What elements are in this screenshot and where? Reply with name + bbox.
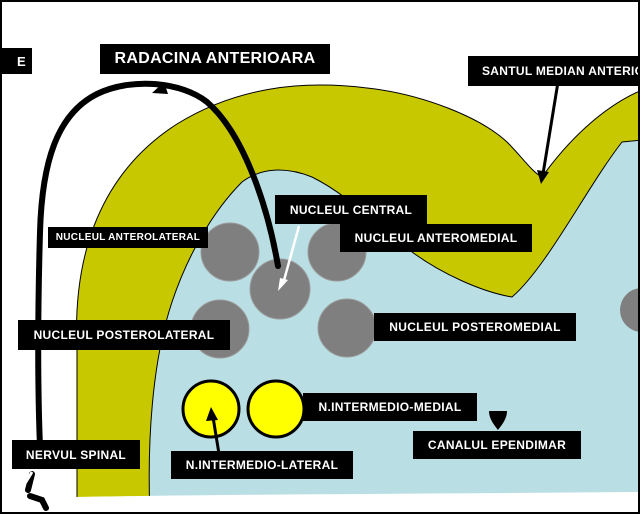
label-nucleul-anterolateral: NUCLEUL ANTEROLATERAL bbox=[48, 227, 208, 248]
label-n-intermedio-lateral: N.INTERMEDIO-LATERAL bbox=[171, 451, 353, 479]
nucleus-central bbox=[249, 258, 311, 320]
label-santul-median-anterior: SANTUL MEDIAN ANTERIOR bbox=[468, 56, 638, 86]
label-nucleul-posteromedial: NUCLEUL POSTEROMEDIAL bbox=[374, 313, 576, 341]
spinal-nerve-dash bbox=[22, 471, 34, 486]
pointer-santul-head bbox=[537, 170, 549, 184]
anterior-root-line bbox=[35, 80, 281, 450]
pointer-radacina-head bbox=[152, 82, 168, 94]
label-nucleul-central: NUCLEUL CENTRAL bbox=[275, 195, 427, 224]
label-nervul-spinal: NERVUL SPINAL bbox=[12, 440, 140, 469]
pointer-santul bbox=[541, 81, 560, 175]
pointer-intermedio-lateral-head bbox=[206, 407, 218, 421]
central-canal-marker bbox=[489, 411, 507, 430]
bottom-edge bbox=[22, 492, 638, 512]
pointer-central-head bbox=[278, 278, 288, 291]
label-canalul-ependimar: CANALUL EPENDIMAR bbox=[413, 431, 581, 459]
label-nucleul-posterolateral: NUCLEUL POSTEROLATERAL bbox=[18, 320, 230, 350]
label-partial-left: E bbox=[2, 48, 32, 74]
nucleus-intermedio-medial bbox=[246, 379, 306, 439]
spinal-nerve-line bbox=[25, 471, 49, 511]
label-n-intermedio-medial: N.INTERMEDIO-MEDIAL bbox=[303, 393, 477, 421]
nucleus-posteromedial bbox=[317, 298, 377, 358]
nucleus-anterolateral bbox=[200, 222, 260, 282]
nucleus-right-edge bbox=[620, 288, 638, 332]
label-nucleul-anteromedial: NUCLEUL ANTEROMEDIAL bbox=[340, 224, 532, 252]
pointer-central bbox=[281, 225, 301, 285]
label-radacina-anterioara: RADACINA ANTERIOARA bbox=[100, 44, 330, 74]
